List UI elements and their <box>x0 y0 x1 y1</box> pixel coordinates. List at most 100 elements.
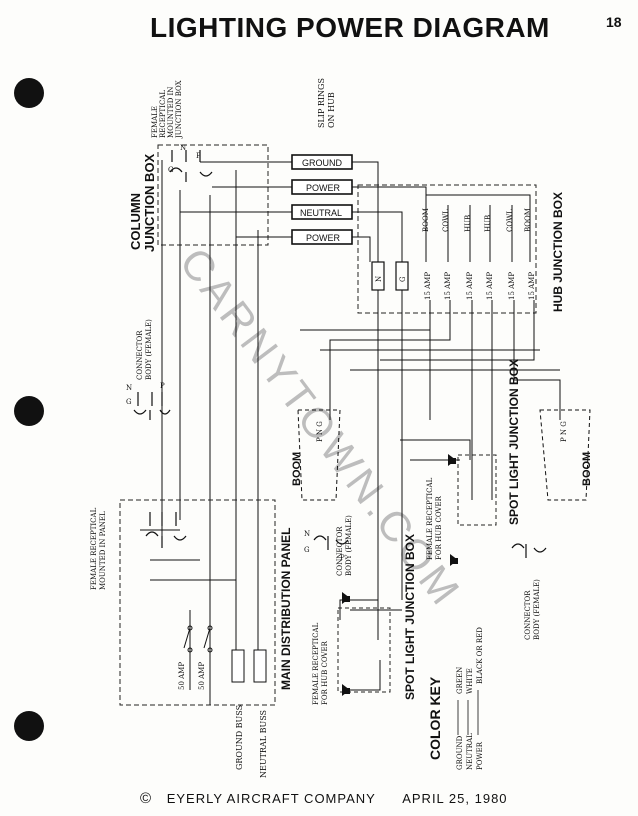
top-connector-label: CONNECTOR BODY (FEMALE) <box>136 319 153 380</box>
column-junction-box-outline <box>157 144 269 246</box>
binder-hole <box>14 78 44 108</box>
svg-text:POWER: POWER <box>476 741 484 770</box>
slip-ring-boxes <box>291 154 353 245</box>
svg-text:15 AMP: 15 AMP <box>508 272 516 300</box>
svg-text:NEUTRAL: NEUTRAL <box>466 733 474 770</box>
hub-fuse-amps: 15 AMP 15 AMP 15 AMP 15 AMP 15 AMP 15 AM… <box>424 272 536 300</box>
ring-power-1: POWER <box>306 183 341 193</box>
svg-text:RECEPTICAL: RECEPTICAL <box>159 90 167 138</box>
svg-text:COWL: COWL <box>442 209 450 232</box>
svg-text:MOUNTED IN PANEL: MOUNTED IN PANEL <box>99 511 107 590</box>
column-junction-box-label: JUNCTION BOX <box>142 153 157 252</box>
svg-text:JUNCTION BOX: JUNCTION BOX <box>175 80 183 139</box>
svg-text:SLIP RINGS: SLIP RINGS <box>317 78 326 128</box>
svg-text:FEMALE RECEPTICAL: FEMALE RECEPTICAL <box>90 507 98 590</box>
boom-right-outline <box>539 409 591 501</box>
svg-text:MOUNTED IN: MOUNTED IN <box>167 87 175 138</box>
fuse-g: G <box>399 276 407 282</box>
right-connector-symbol <box>511 543 547 558</box>
neutral-buss-label: NEUTRAL BUSS <box>259 710 268 778</box>
ring-ground: GROUND <box>302 158 342 168</box>
svg-text:WHITE: WHITE <box>466 668 474 694</box>
binder-hole <box>14 396 44 426</box>
company-name: EYERLY AIRCRAFT COMPANY <box>166 791 376 806</box>
boom-left-pins: P N G <box>316 421 324 442</box>
pin-g: G <box>304 546 310 554</box>
footer-date: APRIL 25, 1980 <box>402 791 508 806</box>
pin-n: N <box>180 144 186 152</box>
wires <box>140 160 561 705</box>
column-junction-box-label-2: COLUMN <box>128 193 143 250</box>
main-panel-outline <box>119 499 276 706</box>
ground-buss-bar <box>231 649 245 683</box>
binder-hole <box>14 711 44 741</box>
svg-text:ON HUB: ON HUB <box>327 92 336 128</box>
pin-g: G <box>126 398 132 406</box>
svg-text:FOR HUB COVER: FOR HUB COVER <box>435 495 443 560</box>
svg-text:FEMALE RECEPTICAL: FEMALE RECEPTICAL <box>312 622 320 705</box>
neutral-buss-bar <box>253 649 267 683</box>
hub-junction-box-outline <box>357 184 537 314</box>
svg-text:CONNECTOR: CONNECTOR <box>336 526 344 576</box>
spot-jb-right-outline <box>457 454 497 526</box>
pin-g: G <box>168 166 174 174</box>
main-panel-label: MAIN DISTRIBUTION PANEL <box>279 528 293 690</box>
svg-text:CONNECTOR: CONNECTOR <box>524 590 532 640</box>
spot-right-lamps <box>448 454 458 566</box>
svg-text:COWL: COWL <box>506 209 514 232</box>
fuse-n: N <box>375 276 383 282</box>
main-receptacle-symbol <box>145 512 187 548</box>
svg-text:HUB: HUB <box>464 215 472 232</box>
svg-text:15 AMP: 15 AMP <box>486 272 494 300</box>
ring-neutral: NEUTRAL <box>300 208 342 218</box>
svg-text:BODY (FEMALE): BODY (FEMALE) <box>533 579 541 640</box>
pin-n: N <box>304 530 310 538</box>
column-receptacle-label: FEMALE RECEPTICAL MOUNTED IN JUNCTION BO… <box>151 80 183 139</box>
boom-left-outline <box>297 409 341 501</box>
color-key-rows: GROUND NEUTRAL POWER GREEN WHITE BLACK O… <box>456 627 484 770</box>
hub-column-labels: BOOM COWL HUB HUB COWL BOOM <box>422 208 532 232</box>
svg-text:15 AMP: 15 AMP <box>424 272 432 300</box>
svg-text:FEMALE RECEPTICAL: FEMALE RECEPTICAL <box>426 477 434 560</box>
column-receptacle-symbol <box>169 150 213 182</box>
footer: © EYERLY AIRCRAFT COMPANY APRIL 25, 1980 <box>140 790 508 807</box>
hub-receptacle-left-label: FEMALE RECEPTICAL FOR HUB COVER <box>312 622 329 705</box>
svg-text:15 AMP: 15 AMP <box>444 272 452 300</box>
svg-text:BODY (FEMALE): BODY (FEMALE) <box>345 515 353 576</box>
svg-text:FEMALE: FEMALE <box>151 106 159 138</box>
top-connector-symbol <box>133 392 171 420</box>
svg-text:HUB: HUB <box>484 215 492 232</box>
breaker-2-label: 50 AMP <box>198 662 206 690</box>
hub-junction-box-label: HUB JUNCTION BOX <box>551 192 565 312</box>
svg-text:15 AMP: 15 AMP <box>466 272 474 300</box>
hub-receptacle-right-label: FEMALE RECEPTICAL FOR HUB COVER <box>426 477 443 560</box>
mid-connector-symbol <box>313 535 349 550</box>
svg-text:15 AMP: 15 AMP <box>528 272 536 300</box>
color-key-title: COLOR KEY <box>427 676 443 760</box>
pin-p: P <box>340 554 345 562</box>
svg-text:GREEN: GREEN <box>456 667 464 694</box>
svg-text:CONNECTOR: CONNECTOR <box>136 330 144 380</box>
right-connector-label: CONNECTOR BODY (FEMALE) <box>524 579 541 640</box>
spot-left-lamps <box>342 592 350 696</box>
svg-text:GROUND: GROUND <box>456 735 464 770</box>
ring-power-2: POWER <box>306 233 341 243</box>
spot-jb-right-label: SPOT LIGHT JUNCTION BOX <box>507 359 521 525</box>
svg-text:FOR HUB COVER: FOR HUB COVER <box>321 640 329 705</box>
ground-buss-label: GROUND BUSS <box>235 705 244 770</box>
svg-text:BODY (FEMALE): BODY (FEMALE) <box>145 319 153 380</box>
spot-jb-left-label: SPOT LIGHT JUNCTION BOX <box>403 534 417 700</box>
pin-n: N <box>126 384 132 392</box>
page-title: LIGHTING POWER DIAGRAM <box>150 12 550 43</box>
boom-right-label: BOOM <box>581 452 593 486</box>
boom-right-pins: P N G <box>560 421 568 442</box>
mid-connector-label: CONNECTOR BODY (FEMALE) <box>336 515 353 576</box>
breakers <box>183 625 213 653</box>
pin-p: P <box>160 382 165 390</box>
page-number: 18 <box>606 14 622 30</box>
boom-left-label: BOOM <box>291 452 303 486</box>
copyright-symbol: © <box>140 790 153 807</box>
breaker-1-label: 50 AMP <box>178 662 186 690</box>
spot-jb-left-outline <box>337 607 391 693</box>
